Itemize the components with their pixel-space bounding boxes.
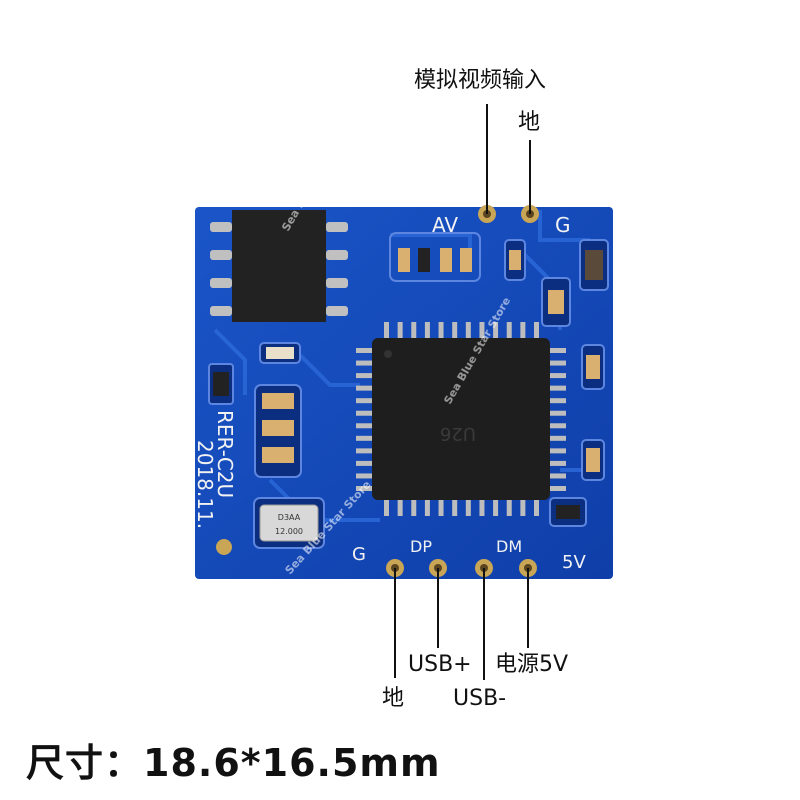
qfp-pin [356, 486, 372, 491]
qfp-pin [550, 398, 566, 404]
soic-chip [210, 210, 348, 322]
label-ground-top: 地 [518, 110, 541, 135]
qfp-pin [506, 500, 512, 516]
qfp-pin [452, 500, 458, 516]
qfp-pin [550, 448, 566, 454]
qfp-pin [550, 348, 566, 353]
silk-g-bottom: G [352, 544, 366, 565]
qfp-pin [384, 500, 389, 516]
crystal-marking-2: 12.000 [275, 527, 303, 536]
qfp-pin [356, 410, 372, 416]
leader-ground-top [529, 140, 531, 214]
qfp-pin [520, 322, 526, 338]
qfp-pin [506, 322, 512, 338]
qfp-pin [550, 435, 566, 441]
qfp-pin [479, 322, 485, 338]
qfp-pin [356, 448, 372, 454]
qfp-pin [356, 460, 372, 466]
leader-power-5v [527, 568, 529, 648]
silk-dp: DP [410, 537, 432, 556]
qfp-pin [534, 500, 539, 516]
leader-analog-video [486, 104, 488, 214]
qfp-pin [465, 322, 471, 338]
qfp-main-chip: U26 [356, 322, 566, 516]
qfp-pin [356, 435, 372, 441]
qfp-pin [550, 473, 566, 479]
silk-dm: DM [496, 537, 522, 556]
qfp-pin [424, 500, 430, 516]
silk-5v: 5V [562, 552, 586, 573]
silk-g-top: G [555, 213, 571, 237]
top-solder-pads [478, 205, 539, 223]
qfp-pin [550, 423, 566, 429]
qfp-pin [550, 373, 566, 379]
qfp-pin [550, 360, 566, 366]
leader-usb-plus [437, 568, 439, 648]
qfp-pin [356, 373, 372, 379]
qfp-pin [356, 398, 372, 404]
qfp-pin [424, 322, 430, 338]
qfp-pin [356, 385, 372, 391]
label-analog-video-input: 模拟视频输入 [414, 68, 547, 93]
qfp-pin [520, 500, 526, 516]
label-ground-bottom: 地 [382, 686, 405, 711]
qfp-pin [438, 500, 444, 516]
qfp-pin [493, 500, 499, 516]
chip-marking: U26 [440, 423, 476, 444]
qfp-pin [356, 473, 372, 479]
qfp-pin [479, 500, 485, 516]
label-usb-plus: USB+ [408, 652, 472, 677]
qfp-pin [550, 486, 566, 491]
qfp-pin [356, 348, 372, 353]
qfp-pin [534, 322, 539, 338]
label-power-5v: 电源5V [495, 652, 569, 677]
qfp-pin [452, 322, 458, 338]
qfp-pin [465, 500, 471, 516]
qfp-pin [550, 460, 566, 466]
crystal-marking-1: D3AA [278, 513, 301, 522]
qfp-pin [384, 322, 389, 338]
qfp-pin [493, 322, 499, 338]
qfp-pin [397, 500, 403, 516]
leader-usb-minus [483, 568, 485, 680]
silk-date: 2018.11. [193, 440, 217, 529]
silk-model: RER-C2U [213, 410, 237, 498]
qfp-pin [356, 360, 372, 366]
smd-components: D3AA 12.000 [208, 232, 609, 555]
qfp-pin [550, 410, 566, 416]
size-caption: 尺寸：18.6*16.5mm [26, 741, 441, 785]
leader-ground-bottom [394, 568, 396, 678]
qfp-pin [550, 385, 566, 391]
label-usb-minus: USB- [453, 686, 507, 711]
silk-av: AV [432, 213, 458, 237]
qfp-pin [411, 322, 417, 338]
qfp-pin [356, 423, 372, 429]
qfp-pin [397, 322, 403, 338]
qfp-pin [411, 500, 417, 516]
qfp-pin [438, 322, 444, 338]
